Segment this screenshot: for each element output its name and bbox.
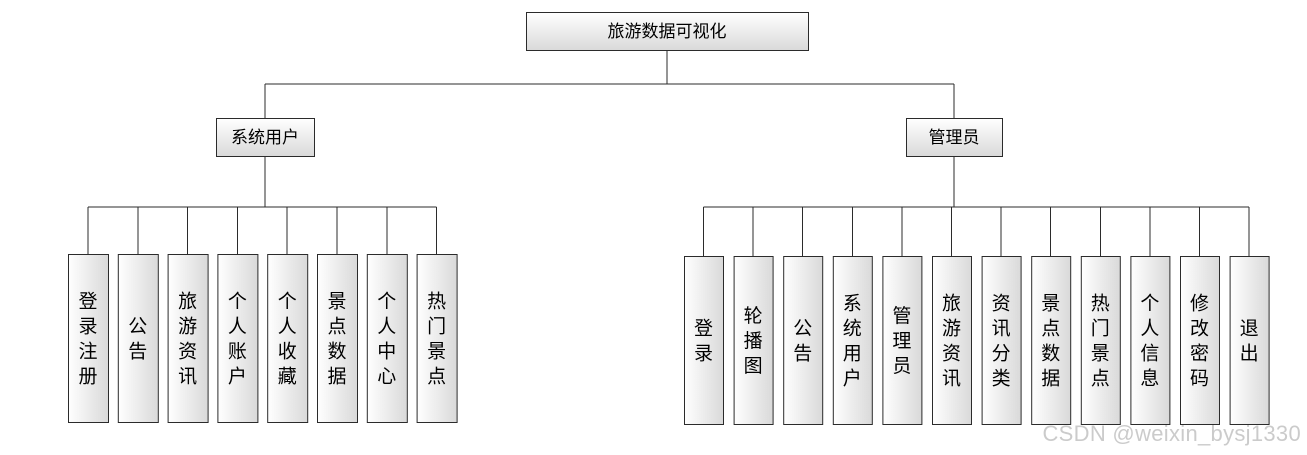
leaf-node-0-4-label: 个人收藏 [278, 291, 297, 388]
leaf-node-1-2: 公告 [783, 256, 824, 425]
leaf-node-1-10-label: 修改密码 [1190, 293, 1209, 390]
leaf-node-0-0-label: 登录注册 [78, 291, 97, 388]
branch-node-1-box [906, 118, 1003, 157]
leaf-node-0-2: 旅游资讯 [167, 254, 209, 423]
leaf-node-1-2-box [783, 256, 824, 425]
leaf-node-1-2-label: 公告 [793, 318, 812, 365]
leaf-node-1-11: 退出 [1229, 256, 1270, 425]
leaf-node-1-6: 资讯分类 [981, 256, 1022, 425]
leaf-node-0-1: 公告 [117, 254, 159, 423]
leaf-node-1-8-label: 热门景点 [1091, 293, 1110, 390]
root-node-label: 旅游数据可视化 [608, 22, 727, 42]
connector-lines [87, 50, 1250, 256]
leaf-node-0-1-box [117, 254, 159, 423]
leaf-node-0-4-box [267, 254, 309, 423]
leaf-node-1-7: 景点数据 [1031, 256, 1072, 425]
leaf-node-1-9-label: 个人信息 [1140, 293, 1159, 390]
leaf-node-0-5: 景点数据 [317, 254, 358, 423]
leaf-node-1-3-box [832, 256, 873, 425]
leaf-node-1-4: 管理员 [882, 256, 923, 425]
leaf-node-1-11-box [1229, 256, 1270, 425]
leaf-node-1-9: 个人信息 [1130, 256, 1171, 425]
leaf-node-0-3-box [217, 254, 259, 423]
leaf-node-1-1: 轮播图 [733, 256, 774, 425]
branch-node-0-label: 系统用户 [231, 128, 299, 148]
leaf-node-1-0: 登录 [684, 256, 724, 425]
leaf-node-1-6-label: 资讯分类 [992, 293, 1011, 390]
leaf-node-1-3-label: 系统用户 [843, 293, 862, 390]
leaf-node-1-3: 系统用户 [832, 256, 873, 425]
leaf-node-1-1-box [733, 256, 774, 425]
leaf-node-1-4-box [882, 256, 923, 425]
leaf-node-1-10: 修改密码 [1180, 256, 1220, 425]
leaf-node-1-0-label: 登录 [694, 318, 713, 365]
leaf-node-1-5-label: 旅游资讯 [942, 293, 961, 390]
leaf-node-0-6-label: 个人中心 [377, 291, 396, 388]
leaf-node-0-3: 个人账户 [217, 254, 259, 423]
leaf-node-0-2-label: 旅游资讯 [178, 291, 197, 388]
leaf-node-1-9-box [1130, 256, 1171, 425]
watermark: CSDN @weixin_bysj1330 [1042, 421, 1301, 446]
diagram-nodes: 旅游数据可视化系统用户登录注册公告旅游资讯个人账户个人收藏景点数据个人中心热门景… [68, 12, 1270, 425]
leaf-node-0-7-label: 热门景点 [427, 291, 446, 388]
leaf-node-0-6: 个人中心 [366, 254, 408, 423]
leaf-node-0-0: 登录注册 [68, 254, 109, 423]
leaf-node-0-6-box [366, 254, 408, 423]
leaf-node-0-4: 个人收藏 [267, 254, 309, 423]
branch-node-1: 管理员 [906, 118, 1003, 157]
leaf-node-1-5: 旅游资讯 [932, 256, 972, 425]
leaf-node-0-0-box [68, 254, 109, 423]
leaf-node-1-8: 热门景点 [1080, 256, 1121, 425]
leaf-node-0-5-label: 景点数据 [327, 291, 346, 388]
branch-node-1-label: 管理员 [929, 128, 980, 148]
leaf-node-1-8-box [1080, 256, 1121, 425]
leaf-node-0-5-box [317, 254, 358, 423]
leaf-node-1-11-label: 退出 [1240, 318, 1259, 365]
leaf-node-1-7-box [1031, 256, 1072, 425]
branch-node-0-box [216, 118, 315, 157]
leaf-node-0-3-label: 个人账户 [228, 291, 247, 388]
leaf-node-0-7: 热门景点 [416, 254, 458, 423]
leaf-node-1-0-box [684, 256, 724, 425]
leaf-node-1-10-box [1180, 256, 1220, 425]
leaf-node-0-1-label: 公告 [128, 316, 147, 363]
leaf-node-1-7-label: 景点数据 [1041, 293, 1060, 390]
branch-node-0: 系统用户 [216, 118, 315, 157]
leaf-node-0-7-box [416, 254, 458, 423]
leaf-node-0-2-box [167, 254, 209, 423]
leaf-node-1-4-label: 管理员 [892, 305, 911, 377]
root-node: 旅游数据可视化 [526, 12, 809, 51]
leaf-node-1-1-label: 轮播图 [744, 305, 763, 377]
leaf-node-1-6-box [981, 256, 1022, 425]
root-node-box [526, 12, 809, 51]
leaf-node-1-5-box [932, 256, 972, 425]
